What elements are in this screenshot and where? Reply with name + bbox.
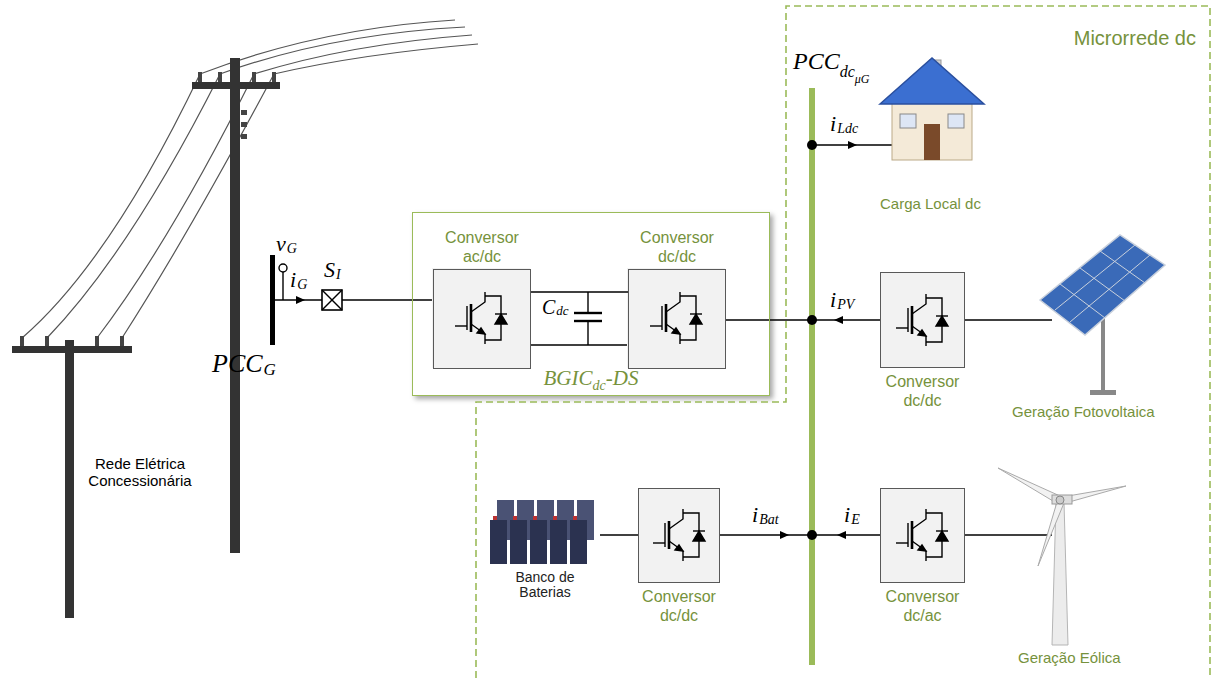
subscript: dc <box>593 378 606 393</box>
capacitor-symbol <box>530 292 627 345</box>
subscript: PV <box>837 297 854 312</box>
component-label: Rede Elétrica Concessionária <box>80 456 200 489</box>
converter-fill <box>432 268 965 583</box>
battery-bank-icon <box>490 500 594 564</box>
subscript: G <box>297 277 307 292</box>
bus-label: PCCdcμG <box>793 48 870 75</box>
house-icon <box>880 58 984 160</box>
microgrid-region: Microrrede dcPCCdcμGConversor dc/dcConve… <box>475 5 1212 678</box>
signal-name: i <box>830 288 836 312</box>
wire-connector <box>726 319 809 320</box>
wire-connector <box>815 534 880 535</box>
utility-poles <box>12 20 478 618</box>
pcc-bus <box>270 255 275 345</box>
converter-title: Conversor dc/dc <box>870 372 976 410</box>
group-title: -DS <box>606 366 639 390</box>
wire-connector <box>720 534 809 535</box>
signal-name: C <box>542 296 555 318</box>
region-border <box>476 6 1210 678</box>
bus-label: PCC <box>793 48 840 74</box>
signal-name: i <box>830 112 836 136</box>
converter-title: Conversor dc/ac <box>870 587 976 625</box>
region-outline <box>475 5 1212 678</box>
region-title: Microrrede dc <box>1074 27 1196 50</box>
subscript: dc <box>556 304 568 318</box>
converter-box: Conversor dc/dc <box>638 488 720 583</box>
dc-bus-bar: PCCdcμG <box>809 88 815 665</box>
subscript: G <box>264 361 276 380</box>
signal-name: i <box>752 503 758 527</box>
wire <box>600 145 1052 535</box>
wire-connector <box>815 319 880 320</box>
converter-box: Conversor dc/dc <box>628 269 726 369</box>
signal-name: i <box>290 268 296 292</box>
current-arrow <box>296 296 305 304</box>
grid-wire <box>275 264 432 310</box>
subscript: Bat <box>759 512 778 527</box>
converter-title: Conversor dc/dc <box>626 587 732 625</box>
component-label: Carga Local dc <box>880 196 981 213</box>
pv-panel-icon <box>1040 235 1165 395</box>
group-title: BGIC <box>544 366 593 390</box>
subscript: I <box>336 267 341 282</box>
signal-name: v <box>276 232 286 256</box>
subscript: G <box>287 241 297 256</box>
signal-name: i <box>844 503 850 527</box>
component-label: Geração Fotovoltaica <box>1012 404 1155 421</box>
group-title: BGICdc-DS <box>413 366 769 391</box>
converter-box: Conversor ac/dc <box>433 269 531 369</box>
igbt-symbol <box>455 292 948 561</box>
current-arrow <box>780 141 857 539</box>
wire-connector <box>531 291 628 292</box>
component-label: Geração Eólica <box>1018 650 1121 667</box>
subscript: E <box>851 512 860 527</box>
subscript: Ldc <box>837 121 858 136</box>
wind-turbine-icon <box>998 468 1126 645</box>
component-label: Banco de Baterias <box>498 570 592 601</box>
converter-group-box: BGICdc-DSConversor ac/dcConversor dc/dc <box>412 212 770 396</box>
signal-name: S <box>324 258 335 282</box>
subscript: μG <box>855 72 870 86</box>
subscript: dc <box>840 63 855 80</box>
converter-box: Conversor dc/ac <box>880 488 965 583</box>
converter-box: Conversor dc/dc <box>880 272 965 368</box>
converter-title: Conversor dc/dc <box>624 228 730 266</box>
signal-name: PCC <box>212 350 263 379</box>
converter-title: Conversor ac/dc <box>429 228 535 266</box>
